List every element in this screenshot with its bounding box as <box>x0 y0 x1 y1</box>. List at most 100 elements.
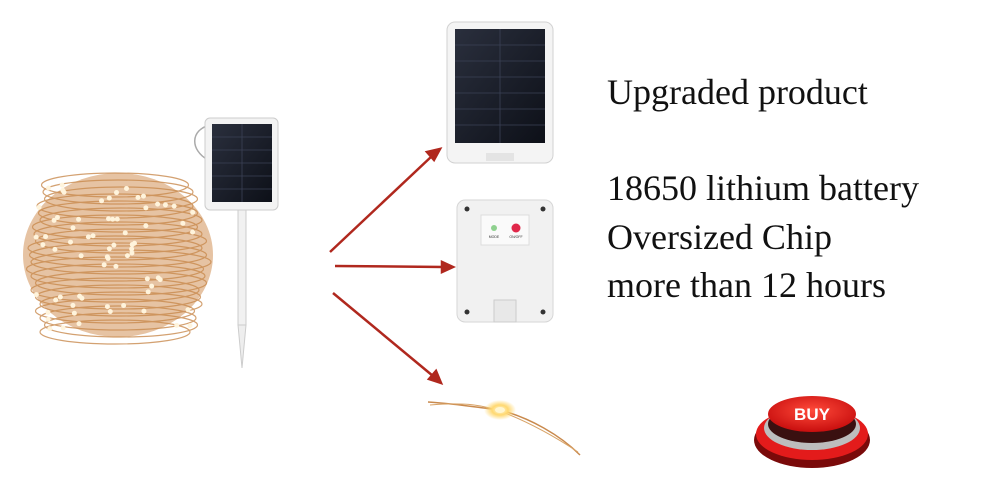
solar-panel-large <box>446 21 554 164</box>
led-bulb <box>45 316 51 322</box>
led-bulb <box>141 308 147 314</box>
led-bulb <box>104 254 110 260</box>
led-bulb <box>143 223 149 229</box>
led-bulb <box>71 310 77 316</box>
buy-button[interactable]: BUY <box>754 396 870 468</box>
led-bulb <box>60 325 66 331</box>
coil-wire <box>39 319 191 345</box>
led-bulb <box>129 250 135 256</box>
led-bulb <box>33 234 39 240</box>
led-bulb <box>131 240 137 246</box>
feature-battery: 18650 lithium battery <box>607 168 919 208</box>
led-bulb <box>68 239 74 245</box>
feature-chip: Oversized Chip <box>607 217 832 257</box>
led-bulb <box>45 309 51 315</box>
led-bulb <box>106 195 112 201</box>
arrows <box>329 147 457 386</box>
led-bulb <box>162 202 168 208</box>
led-bulb <box>59 182 65 188</box>
coil-wire <box>40 172 190 198</box>
led-bulb <box>70 225 76 231</box>
coil-wire <box>34 270 208 296</box>
led-bulb <box>122 230 128 236</box>
led-bulb <box>57 294 63 300</box>
led-wire-segment <box>427 400 581 456</box>
led-bulb <box>155 201 161 207</box>
arrow-to-led-wire <box>332 292 434 377</box>
coil-wire <box>30 249 212 275</box>
led-bulb <box>106 246 112 252</box>
led-bulb <box>33 292 39 298</box>
coil-wire <box>39 207 203 233</box>
led-bulb <box>111 242 117 248</box>
arrow-head-icon <box>426 368 444 386</box>
led-bulb <box>110 216 116 222</box>
coil-wire <box>30 277 200 303</box>
mode-indicator-icon <box>491 225 497 231</box>
led-bulb <box>143 205 149 211</box>
power-label: ON/OFF <box>509 235 522 239</box>
led-bulb <box>85 234 91 240</box>
led-bulb <box>144 276 150 282</box>
coil-wire <box>37 200 199 226</box>
led-bulb <box>76 321 82 327</box>
arrow-to-battery-box <box>334 264 445 269</box>
led-bulb <box>114 190 120 196</box>
arrow-head-icon <box>440 260 457 274</box>
feature-hours: more than 12 hours <box>607 265 886 305</box>
coil-wire <box>30 263 206 289</box>
led-bulb <box>70 302 76 308</box>
coil-wire <box>43 312 199 338</box>
led-bulb <box>52 246 58 252</box>
led-bulb <box>36 204 42 210</box>
power-button-icon <box>511 223 521 233</box>
led-bulb <box>124 253 130 259</box>
led-bulb <box>190 229 196 235</box>
led-bulb <box>43 234 49 240</box>
led-bulb <box>45 185 51 191</box>
led-bulb <box>155 275 161 281</box>
led-bulb <box>76 216 82 222</box>
solar-panel-on-stake <box>194 117 279 369</box>
led-bulb <box>60 187 66 193</box>
led-bulb <box>145 289 151 295</box>
led-bulb <box>174 322 180 328</box>
coil-wire <box>34 298 196 324</box>
led-bulb <box>40 242 46 248</box>
led-bulb <box>77 293 83 299</box>
led-bulb <box>171 203 177 209</box>
led-bulb <box>106 216 112 222</box>
led-bulb <box>121 302 127 308</box>
led-bulb <box>104 304 110 310</box>
battery-box: MODE ON/OFF <box>456 199 554 323</box>
coil-wire <box>34 284 202 310</box>
led-bulb <box>107 308 113 314</box>
led-bulb <box>149 283 155 289</box>
led-bulb <box>101 262 107 268</box>
led-bulb <box>190 209 196 215</box>
led-bulb <box>140 193 146 199</box>
led-bulb <box>180 220 186 226</box>
led-bulb <box>129 246 135 252</box>
led-bulb <box>47 326 53 332</box>
buy-label: BUY <box>794 405 831 424</box>
coil-wire <box>31 214 199 240</box>
led-bulb <box>90 233 96 239</box>
coil-wire <box>33 221 203 247</box>
led-bulb <box>113 263 119 269</box>
coil-wire <box>43 186 199 212</box>
led-bulb <box>53 297 59 303</box>
led-bulb <box>123 185 129 191</box>
arrow-head-icon <box>424 147 443 163</box>
mode-label: MODE <box>489 235 500 239</box>
coil-wire <box>34 228 208 254</box>
led-bulb <box>54 214 60 220</box>
led-bulb <box>114 216 120 222</box>
headline: Upgraded product <box>607 72 868 112</box>
coil-wire <box>25 256 205 282</box>
coil-wire <box>27 235 203 261</box>
led-bulb <box>187 323 193 329</box>
led-bulb <box>185 307 191 313</box>
led-bulb <box>99 198 105 204</box>
